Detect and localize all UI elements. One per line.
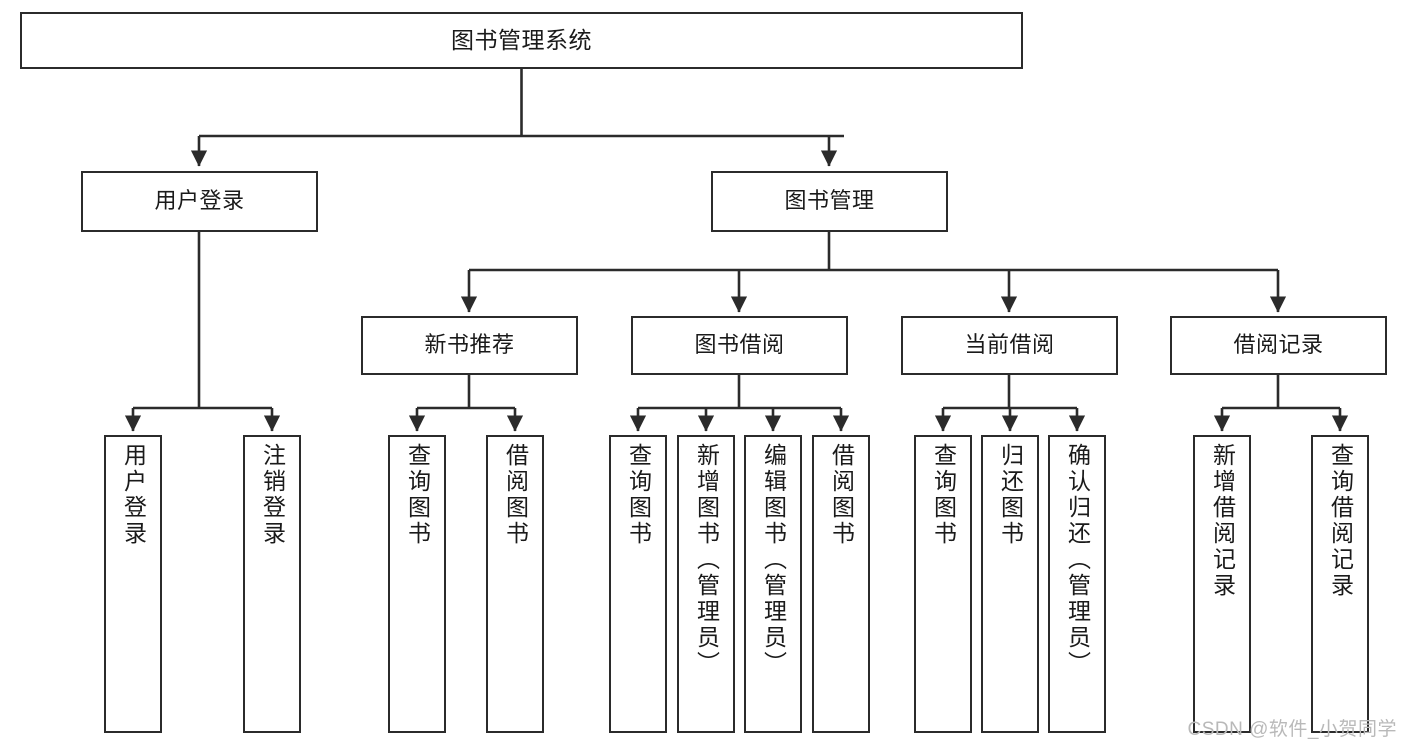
node-leaf-add-book-admin[interactable]: 新增图书（管理员） (677, 435, 735, 733)
node-label: 新增图书（管理员） (693, 443, 720, 677)
node-label: 查询图书 (625, 443, 652, 547)
node-leaf-logout-login[interactable]: 注销登录 (243, 435, 301, 733)
node-user-login[interactable]: 用户登录 (81, 171, 318, 232)
node-leaf-query-borrow-record[interactable]: 查询借阅记录 (1311, 435, 1369, 733)
node-leaf-borrow-book-borrow[interactable]: 借阅图书 (812, 435, 870, 733)
node-label: 借阅图书 (828, 443, 855, 547)
node-label: 借阅记录 (1233, 332, 1324, 358)
node-leaf-query-book-borrow[interactable]: 查询图书 (609, 435, 667, 733)
node-label: 图书管理系统 (451, 26, 592, 53)
node-label: 当前借阅 (964, 332, 1055, 358)
node-label: 新增借阅记录 (1209, 443, 1236, 599)
node-label: 编辑图书（管理员） (760, 443, 787, 677)
node-label: 注销登录 (259, 443, 286, 547)
node-root-book-management-system[interactable]: 图书管理系统 (20, 12, 1023, 69)
node-leaf-query-book-recommend[interactable]: 查询图书 (388, 435, 446, 733)
node-leaf-query-book-current[interactable]: 查询图书 (914, 435, 972, 733)
node-leaf-user-login[interactable]: 用户登录 (104, 435, 162, 733)
node-leaf-confirm-return-admin[interactable]: 确认归还（管理员） (1048, 435, 1106, 733)
node-book-borrow[interactable]: 图书借阅 (631, 316, 848, 375)
node-leaf-edit-book-admin[interactable]: 编辑图书（管理员） (744, 435, 802, 733)
node-book-management[interactable]: 图书管理 (711, 171, 948, 232)
node-label: 查询借阅记录 (1327, 443, 1354, 599)
node-label: 查询图书 (930, 443, 957, 547)
node-label: 图书借阅 (694, 332, 785, 358)
node-new-book-recommend[interactable]: 新书推荐 (361, 316, 578, 375)
node-label: 用户登录 (120, 443, 147, 547)
node-current-borrow[interactable]: 当前借阅 (901, 316, 1118, 375)
node-label: 确认归还（管理员） (1064, 443, 1091, 677)
node-leaf-add-borrow-record[interactable]: 新增借阅记录 (1193, 435, 1251, 733)
node-leaf-return-book[interactable]: 归还图书 (981, 435, 1039, 733)
node-label: 借阅图书 (502, 443, 529, 547)
node-label: 用户登录 (154, 188, 245, 214)
node-label: 归还图书 (997, 443, 1024, 547)
node-label: 图书管理 (784, 188, 875, 214)
node-label: 查询图书 (404, 443, 431, 547)
node-label: 新书推荐 (424, 332, 515, 358)
watermark-text: CSDN @软件_小贺同学 (1187, 719, 1397, 740)
node-borrow-record[interactable]: 借阅记录 (1170, 316, 1387, 375)
node-leaf-borrow-book-recommend[interactable]: 借阅图书 (486, 435, 544, 733)
